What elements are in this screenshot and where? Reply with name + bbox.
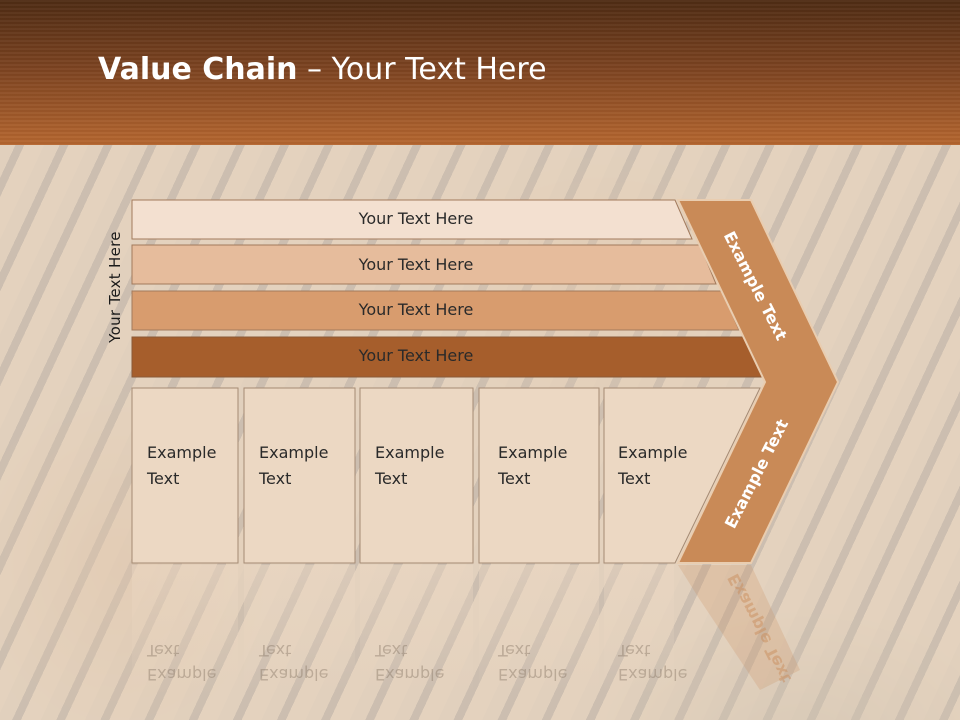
column-label-2-line1: Example	[259, 443, 329, 462]
column-label-3-line1: Example	[375, 443, 445, 462]
slide-title: Value Chain – Your Text Here	[98, 52, 547, 87]
chevron-reflection	[678, 565, 800, 690]
band-label-1: Your Text Here	[358, 209, 474, 228]
column-box-2	[243, 387, 356, 564]
chevron-arrow	[676, 199, 840, 564]
column-reflection-3	[360, 565, 473, 695]
slide-title-bold: Value Chain	[98, 52, 298, 87]
column-label-5-line2: Text	[618, 469, 651, 488]
column-reflection-2	[244, 565, 355, 695]
title-bar-texture	[0, 0, 960, 145]
column-label-2-line2: Text	[259, 469, 292, 488]
band-label-2: Your Text Here	[358, 255, 474, 274]
slide-title-rest: – Your Text Here	[297, 52, 547, 87]
column-label-5-line1: Example	[618, 443, 688, 462]
column-label-3-line2: Text	[375, 469, 408, 488]
band-3	[131, 290, 740, 331]
column-label-4-line2: Text	[498, 469, 531, 488]
column-box-5	[603, 387, 761, 564]
band-label-3: Your Text Here	[358, 300, 474, 319]
column-label-1-line1: Example	[147, 443, 217, 462]
band-1	[131, 199, 693, 240]
band-label-4: Your Text Here	[358, 346, 474, 365]
column-reflection-4	[479, 565, 599, 695]
column-reflection-5	[604, 565, 674, 695]
column-label-4-line1: Example	[498, 443, 568, 462]
column-box-4	[478, 387, 600, 564]
title-bar: Value Chain – Your Text Here	[0, 0, 960, 145]
column-reflection-1	[132, 565, 238, 695]
column-label-1-line2: Text	[147, 469, 180, 488]
column-box-1	[131, 387, 239, 564]
band-2	[131, 244, 717, 285]
column-box-3	[359, 387, 474, 564]
